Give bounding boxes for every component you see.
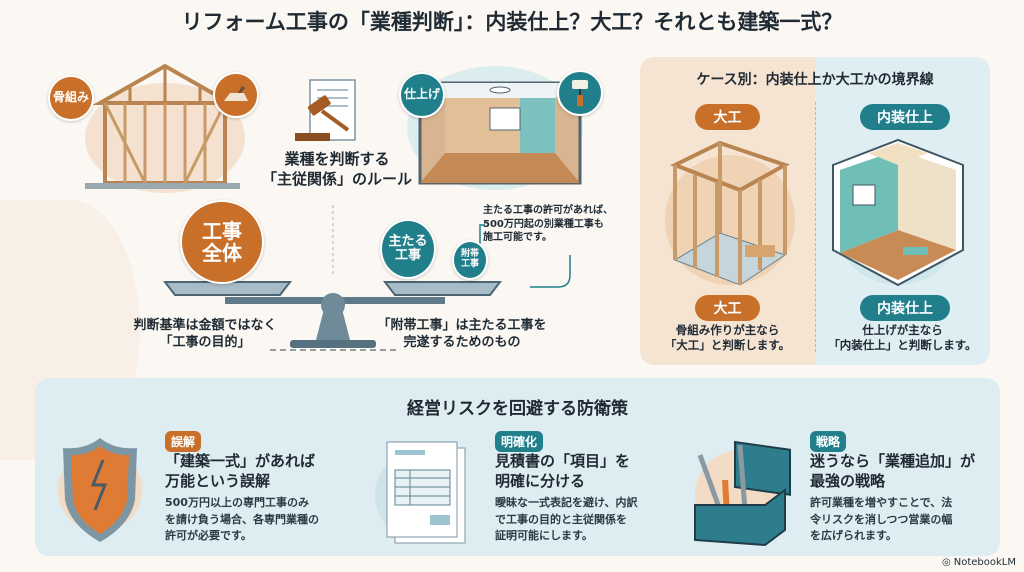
estimate-document-icon — [375, 441, 466, 544]
clarification-body: 曖昧な一式表記を避け、内訳で工事の目的と主従関係を証明可能にします。 — [495, 495, 660, 545]
wood-frame-room-illustration — [665, 140, 795, 286]
note-line: 施工可能です。 — [483, 232, 552, 243]
body-line: で工事の目的と主従関係を — [495, 512, 627, 526]
framing-badge: 骨組み — [48, 75, 94, 121]
main-work-note: 主たる工事の許可があれば、 500万円起の別業種工事も 施工可能です。 — [483, 204, 623, 245]
interior-description: 仕上げが主なら 「内装仕上」と判断します。 — [815, 323, 990, 353]
finished-room-illustration — [407, 66, 583, 190]
note-line: 500万円起の別業種工事も — [483, 218, 604, 230]
plane-tool-icon — [213, 72, 259, 118]
sub-work-line2: 工事 — [460, 259, 479, 269]
interior-result-badge: 内装仕上 — [860, 295, 950, 321]
body-line: を広げられます。 — [810, 529, 897, 542]
balance-scale-illustration — [162, 205, 503, 351]
notebooklm-watermark: ◎ NotebookLM — [942, 557, 1016, 568]
carpentry-result-badge: 大工 — [695, 295, 760, 321]
body-line: 令リスクを消しつつ営業の幅 — [810, 512, 953, 526]
broken-shield-icon — [58, 438, 142, 542]
tag-misunderstanding: 誤解 — [165, 431, 202, 452]
right-scale-caption: 「附帯工事」は主たる工事を 完遂するためのもの — [372, 318, 552, 352]
whole-work-line2: 全体 — [202, 241, 242, 265]
body-line: 許可業種を増やすことで、法 — [810, 496, 953, 509]
left-caption-line2: 「工事の目的」 — [159, 334, 251, 350]
right-caption-line1: 「附帯工事」は主たる工事を — [377, 318, 547, 333]
brand-label: NotebookLM — [953, 557, 1016, 568]
interior-desc-line2: 「内装仕上」と判断します。 — [828, 337, 977, 352]
rule-caption-line2: 「主従関係」のルール — [262, 169, 413, 188]
case-comparison-panel: ケース別：内装仕上か大工かの境界線 大工 内装仕上 大工 内装仕上 骨組み作りが… — [640, 57, 990, 365]
strategy-heading: 迷うなら「業種追加」が最強の戦略 — [810, 452, 985, 491]
body-line: 曖昧な一式表記を避け、内訳 — [495, 496, 638, 509]
rule-caption-line1: 業種を判断する — [284, 150, 390, 168]
risk-defense-panel: 経営リスクを回避する防衛策 誤解 「建築一式」があれば万能という誤解 500万円… — [35, 378, 1000, 556]
whole-work-circle: 工事全体 — [180, 200, 264, 284]
carpentry-description: 骨組み作りが主なら 「大工」と判断します。 — [640, 323, 815, 353]
main-work-line1: 主たる — [388, 233, 428, 249]
rule-caption: 業種を判断する 「主従関係」のルール — [262, 150, 412, 189]
main-work-circle: 主たる工事 — [380, 219, 436, 279]
finished-interior-room-illustration — [832, 138, 964, 287]
body-line: 500万円以上の専門工事のみ — [165, 496, 309, 509]
case-panel-title: ケース別：内装仕上か大工かの境界線 — [696, 72, 934, 88]
strategy-body: 許可業種を増やすことで、法令リスクを消しつつ営業の幅を広げられます。 — [810, 495, 975, 545]
toolbox-icon — [694, 440, 791, 547]
sub-work-circle: 附帯工事 — [452, 240, 488, 280]
body-line: 証明可能にします。 — [495, 529, 593, 542]
carpentry-desc-line2: 「大工」と判断します。 — [664, 337, 791, 352]
misunderstanding-body: 500万円以上の専門工事のみを請け負う場合、各専門業種の許可が必要です。 — [165, 495, 330, 545]
heading-line: 万能という誤解 — [165, 471, 271, 490]
heading-line: 明確に分ける — [495, 471, 586, 490]
heading-line: 迷うなら「業種追加」が — [810, 452, 976, 470]
interior-badge: 内装仕上 — [860, 104, 950, 130]
body-line: 許可が必要です。 — [165, 529, 252, 542]
tag-clarification: 明確化 — [495, 431, 544, 452]
notebooklm-logo-icon: ◎ — [942, 557, 951, 568]
clarification-heading: 見積書の「項目」を明確に分ける — [495, 452, 670, 491]
house-frame-illustration — [85, 63, 245, 193]
whole-work-line1: 工事 — [202, 219, 242, 243]
left-caption-line1: 判断基準は金額ではなく — [133, 318, 277, 333]
note-connector-line — [479, 224, 571, 288]
body-line: を請け負う場合、各専門業種の — [165, 512, 319, 526]
left-scale-caption: 判断基準は金額ではなく 「工事の目的」 — [115, 318, 295, 352]
main-work-line2: 工事 — [394, 248, 421, 263]
carpentry-desc-line1: 骨組み作りが主なら — [675, 323, 780, 337]
heading-line: 最強の戦略 — [810, 471, 886, 490]
risk-panel-title: 経営リスクを回避する防衛策 — [407, 399, 628, 419]
gavel-document-icon — [295, 79, 356, 141]
carpentry-badge: 大工 — [695, 104, 760, 130]
tag-strategy: 戦略 — [810, 431, 847, 452]
heading-line: 見積書の「項目」を — [495, 452, 631, 470]
paint-roller-icon — [557, 70, 603, 116]
panel-divider — [815, 102, 816, 352]
right-caption-line2: 完遂するためのもの — [403, 334, 521, 350]
note-line: 主たる工事の許可があれば、 — [483, 205, 613, 216]
heading-line: 「建築一式」があれば — [165, 452, 316, 470]
sub-work-line1: 附帯 — [460, 249, 479, 260]
page-title: リフォーム工事の「業種判断」：内装仕上？大工？それとも建築一式？ — [181, 10, 843, 34]
finishing-badge: 仕上げ — [399, 72, 445, 118]
misunderstanding-heading: 「建築一式」があれば万能という誤解 — [165, 452, 340, 491]
interior-desc-line1: 仕上げが主なら — [862, 323, 943, 337]
